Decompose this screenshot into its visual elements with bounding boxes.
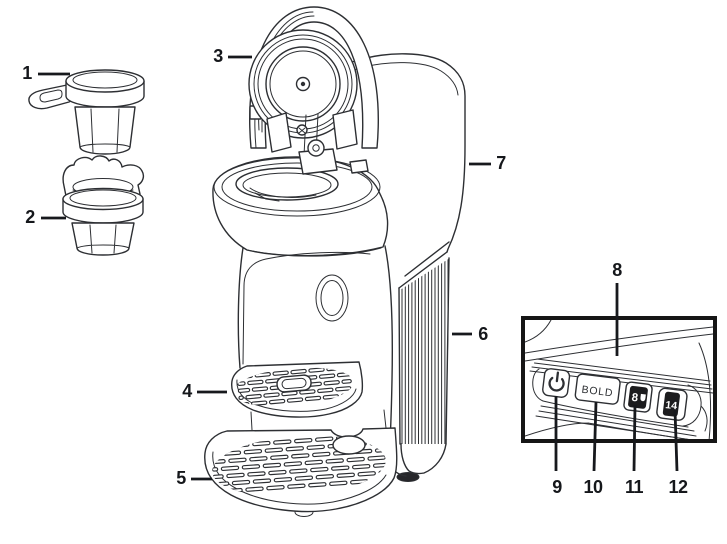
bold-button-label: BOLD (581, 384, 614, 400)
drip-tray (204, 427, 398, 517)
filter-basket-part (28, 69, 145, 155)
front-foot (294, 511, 314, 517)
callout-12-14oz-button: 12 (668, 477, 688, 497)
callout-11-8oz-button: 11 (624, 477, 644, 497)
cup-14-button-label: 14 (665, 399, 678, 412)
cup-icon (640, 393, 646, 402)
callout-9-power-button: 9 (552, 477, 562, 497)
cup-rest (231, 361, 364, 418)
callout-10-leader (592, 401, 598, 472)
filter-holder-part (62, 155, 145, 256)
callout-leaders (38, 55, 679, 481)
water-window-ribs (401, 258, 449, 444)
callout-3-lid: 3 (213, 46, 223, 66)
brew-head (212, 156, 389, 257)
cup-8-button-label: 8 (631, 392, 639, 405)
lid (248, 29, 358, 139)
callout-1-filter-basket: 1 (22, 63, 32, 83)
callout-6-reservoir: 6 (478, 324, 488, 344)
callout-2-filter-holder: 2 (25, 207, 35, 227)
callout-7-upper-body: 7 (496, 153, 506, 173)
callout-10-bold-button: 10 (583, 477, 603, 497)
callout-4-cup-rest: 4 (182, 381, 192, 401)
control-panel-inset: BOLD 8 14 (521, 316, 717, 443)
panel-top-bevel (529, 358, 713, 394)
cup-rest-slots (236, 365, 354, 407)
rear-body (351, 53, 466, 482)
power-icon (548, 371, 565, 392)
callout-12-leader (673, 409, 679, 472)
callout-8-control-panel: 8 (612, 260, 622, 280)
pod-well (235, 167, 339, 201)
front-tower (237, 245, 407, 477)
front-oval-cutout (315, 274, 349, 322)
control-panel-strip: BOLD 8 14 (542, 368, 688, 421)
callout-11-leader (632, 404, 637, 472)
pod-clamp-mechanism (266, 109, 369, 175)
power-button-illustration (542, 368, 571, 398)
callout-5-drip-tray: 5 (176, 468, 186, 488)
